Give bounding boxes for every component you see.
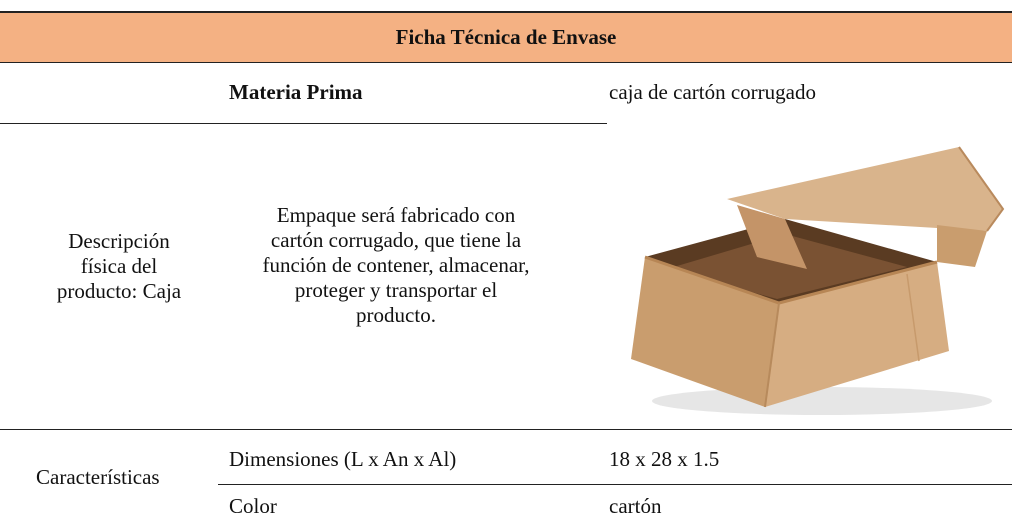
box-interior-floor [667, 234, 907, 299]
box-front-left-wall [631, 257, 779, 407]
cardboard-box-image [631, 146, 1005, 415]
materia-prima-divider [0, 123, 607, 124]
descripcion-label-line: Descripción [68, 229, 170, 253]
materia-prima-label: Materia Prima [229, 80, 363, 104]
box-corner-crease [764, 302, 780, 408]
materia-prima-value: caja de cartón corrugado [609, 80, 816, 104]
descripcion-label-line: física del [80, 254, 158, 278]
dimensiones-label: Dimensiones (L x An x Al) [229, 447, 457, 471]
descripcion-text-line: Empaque será fabricado con [276, 203, 516, 227]
box-flap-fold [906, 273, 920, 362]
box-lid-flap [737, 205, 807, 269]
caracteristicas-divider [218, 484, 1012, 485]
box-front-right-wall [765, 262, 949, 407]
box-lid-edge [958, 146, 1005, 232]
sheet-header: Ficha Técnica de Envase [0, 11, 1012, 63]
descripcion-text: Empaque será fabricado con cartón corrug… [220, 203, 572, 328]
color-label: Color [229, 494, 277, 518]
color-value: cartón [609, 494, 662, 518]
descripcion-divider [0, 429, 1012, 430]
descripcion-text-line: proteger y transportar el [294, 278, 498, 302]
descripcion-text-line: producto. [356, 303, 436, 327]
sheet-title: Ficha Técnica de Envase [395, 25, 617, 49]
box-lid [727, 147, 1003, 231]
descripcion-text-line: cartón corrugado, que tiene la [270, 228, 522, 252]
descripcion-label-line: producto: Caja [56, 279, 182, 303]
box-lid-side-flap [937, 225, 987, 267]
caracteristicas-label: Características [36, 465, 160, 489]
dimensiones-value: 18 x 28 x 1.5 [609, 447, 720, 471]
descripcion-label: Descripción física del producto: Caja [24, 229, 214, 304]
descripcion-text-line: función de contener, almacenar, [262, 253, 530, 277]
box-shadow [652, 387, 992, 415]
